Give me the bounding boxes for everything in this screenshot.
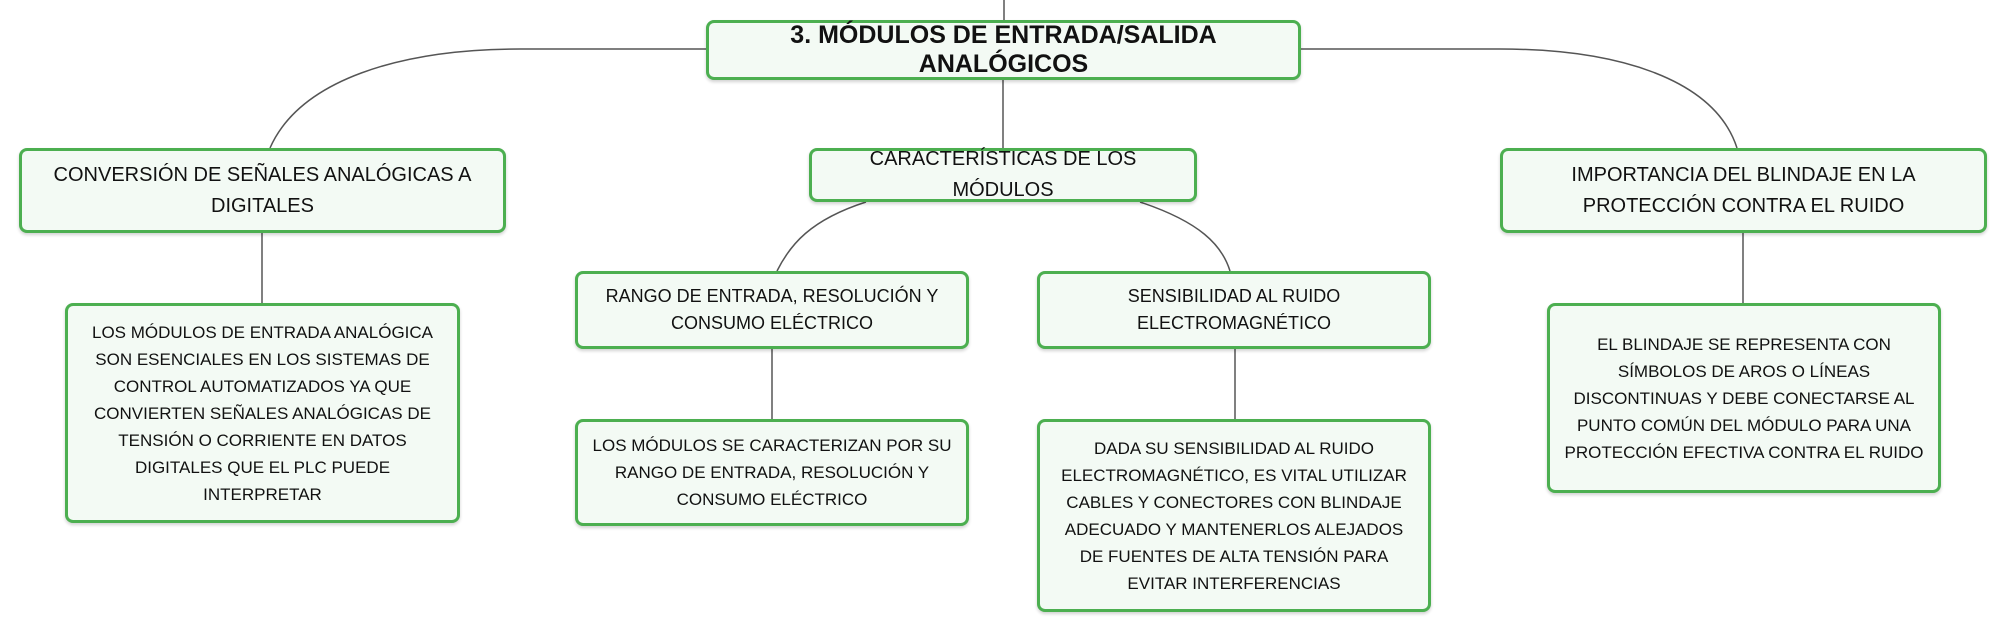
subtopic-rango[interactable]: RANGO DE ENTRADA, RESOLUCIÓN Y CONSUMO E… <box>575 271 969 349</box>
detail-sensibilidad[interactable]: DADA SU SENSIBILIDAD AL RUIDO ELECTROMAG… <box>1037 419 1431 612</box>
connector-root-to-importancia <box>1301 48 1738 149</box>
connector-caracteristicas-to-sensibilidad <box>1139 201 1231 272</box>
detail-rango[interactable]: LOS MÓDULOS SE CARACTERIZAN POR SU RANGO… <box>575 419 969 526</box>
topic-conversion[interactable]: CONVERSIÓN DE SEÑALES ANALÓGICAS A DIGIT… <box>19 148 506 233</box>
topic-caracteristicas[interactable]: CARACTERÍSTICAS DE LOS MÓDULOS <box>809 148 1197 202</box>
connector-caracteristicas-to-rango <box>776 201 867 272</box>
topic-importancia[interactable]: IMPORTANCIA DEL BLINDAJE EN LA PROTECCIÓ… <box>1500 148 1987 233</box>
root-topic[interactable]: 3. MÓDULOS DE ENTRADA/SALIDA ANALÓGICOS <box>706 20 1301 80</box>
detail-conversion[interactable]: LOS MÓDULOS DE ENTRADA ANALÓGICA SON ESE… <box>65 303 460 523</box>
subtopic-sensibilidad[interactable]: SENSIBILIDAD AL RUIDO ELECTROMAGNÉTICO <box>1037 271 1431 349</box>
detail-importancia[interactable]: EL BLINDAJE SE REPRESENTA CON SÍMBOLOS D… <box>1547 303 1941 493</box>
connector-root-to-conversion <box>269 48 706 149</box>
